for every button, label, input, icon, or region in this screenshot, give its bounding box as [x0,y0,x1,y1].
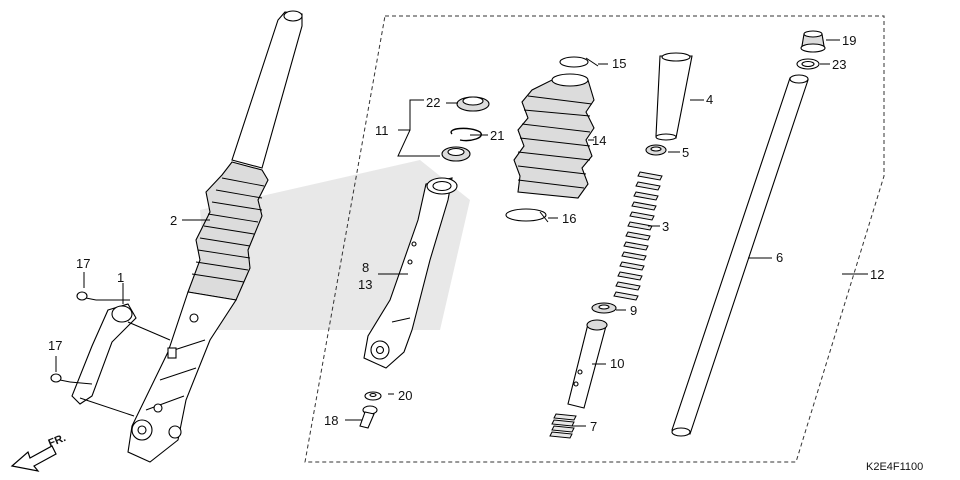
fork-outer-tube [363,177,458,369]
boot-clamp-upper [559,56,599,68]
front-direction-arrow: FR. [10,432,68,472]
fork-boot [513,73,595,199]
callout-17-lower: 17 [48,338,62,353]
callout-2: 2 [170,213,177,228]
front-direction-label: FR. [47,432,68,450]
callout-3: 3 [662,219,669,234]
fork-spring [613,171,663,301]
callout-5: 5 [682,145,689,160]
callout-15: 15 [612,56,626,71]
leader-lines [122,39,868,427]
callout-9: 9 [630,303,637,318]
callout-6: 6 [776,250,783,265]
assembly-outline [304,15,885,463]
stopper-ring [450,127,482,142]
leader-17-lower [69,381,93,385]
leader-bracket-upper [127,321,171,341]
callout-19: 19 [842,33,856,48]
callout-13: 13 [358,277,372,292]
dust-seal [456,96,490,112]
callout-16: 16 [562,211,576,226]
rebound-spring [549,413,577,439]
callout-1: 1 [117,270,124,285]
callout-11: 11 [375,123,389,138]
oil-seal [441,146,471,162]
callout-10: 10 [610,356,624,371]
piston-ring [591,302,617,314]
callout-21: 21 [490,128,504,143]
fork-inner-tube [671,74,809,437]
callout-18: 18 [324,413,338,428]
boot-clamp-lower [505,208,549,223]
callout-17-upper: 17 [76,256,90,271]
callout-23: 23 [832,57,846,72]
bolt-17-upper [76,291,97,301]
spring-seat [645,144,667,156]
o-ring [796,58,820,70]
callout-22: 22 [426,95,440,110]
callout-12: 12 [870,267,884,282]
callout-7: 7 [590,419,597,434]
fork-assembly [127,10,303,463]
spring-collar [655,52,693,141]
socket-bolt [359,405,378,429]
callout-14: 14 [592,133,606,148]
fork-bolt-cap [800,30,826,53]
callout-8: 8 [362,260,369,275]
diagram-code: K2E4F1100 [866,461,923,473]
brake-hose-bracket [71,303,137,405]
leader-bracket-lower [79,397,135,417]
sealing-washer [364,391,382,401]
callout-20: 20 [398,388,412,403]
bolt-17-lower [50,373,71,383]
callout-4: 4 [706,92,713,107]
callout-labels: 1 2 3 4 5 6 7 8 9 10 11 12 13 14 15 16 1… [48,33,884,434]
fork-piston [567,319,608,409]
